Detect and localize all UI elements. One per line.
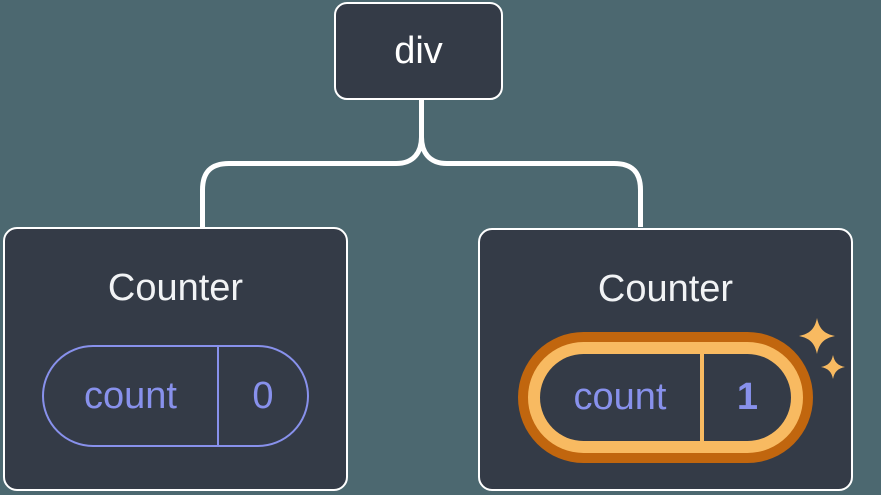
state-pill-divider: [217, 347, 219, 445]
state-key-label: count: [84, 374, 177, 417]
connector-left-branch: [200, 100, 424, 227]
state-value: 0: [252, 374, 274, 417]
connector-right-branch: [419, 100, 643, 227]
root-node-label: div: [394, 29, 443, 72]
sparkle-star-large: [799, 318, 835, 354]
root-node-div: div: [334, 2, 503, 100]
sparkles-icon: [799, 318, 845, 379]
state-value: 1: [736, 376, 759, 418]
counter-title: Counter: [597, 268, 734, 310]
state-key-label: count: [573, 376, 667, 418]
counter-card-right: Counter count 1: [478, 228, 853, 491]
counter-card-left: Counter count 0: [3, 227, 348, 491]
state-pill-highlight-ring: count 1: [528, 342, 803, 453]
state-pill-divider: [700, 354, 704, 441]
state-pill: count 0: [42, 345, 309, 447]
sparkle-star-small: [821, 355, 845, 379]
counter-title: Counter: [107, 267, 244, 309]
state-pill-highlighted: count 1: [518, 332, 813, 463]
